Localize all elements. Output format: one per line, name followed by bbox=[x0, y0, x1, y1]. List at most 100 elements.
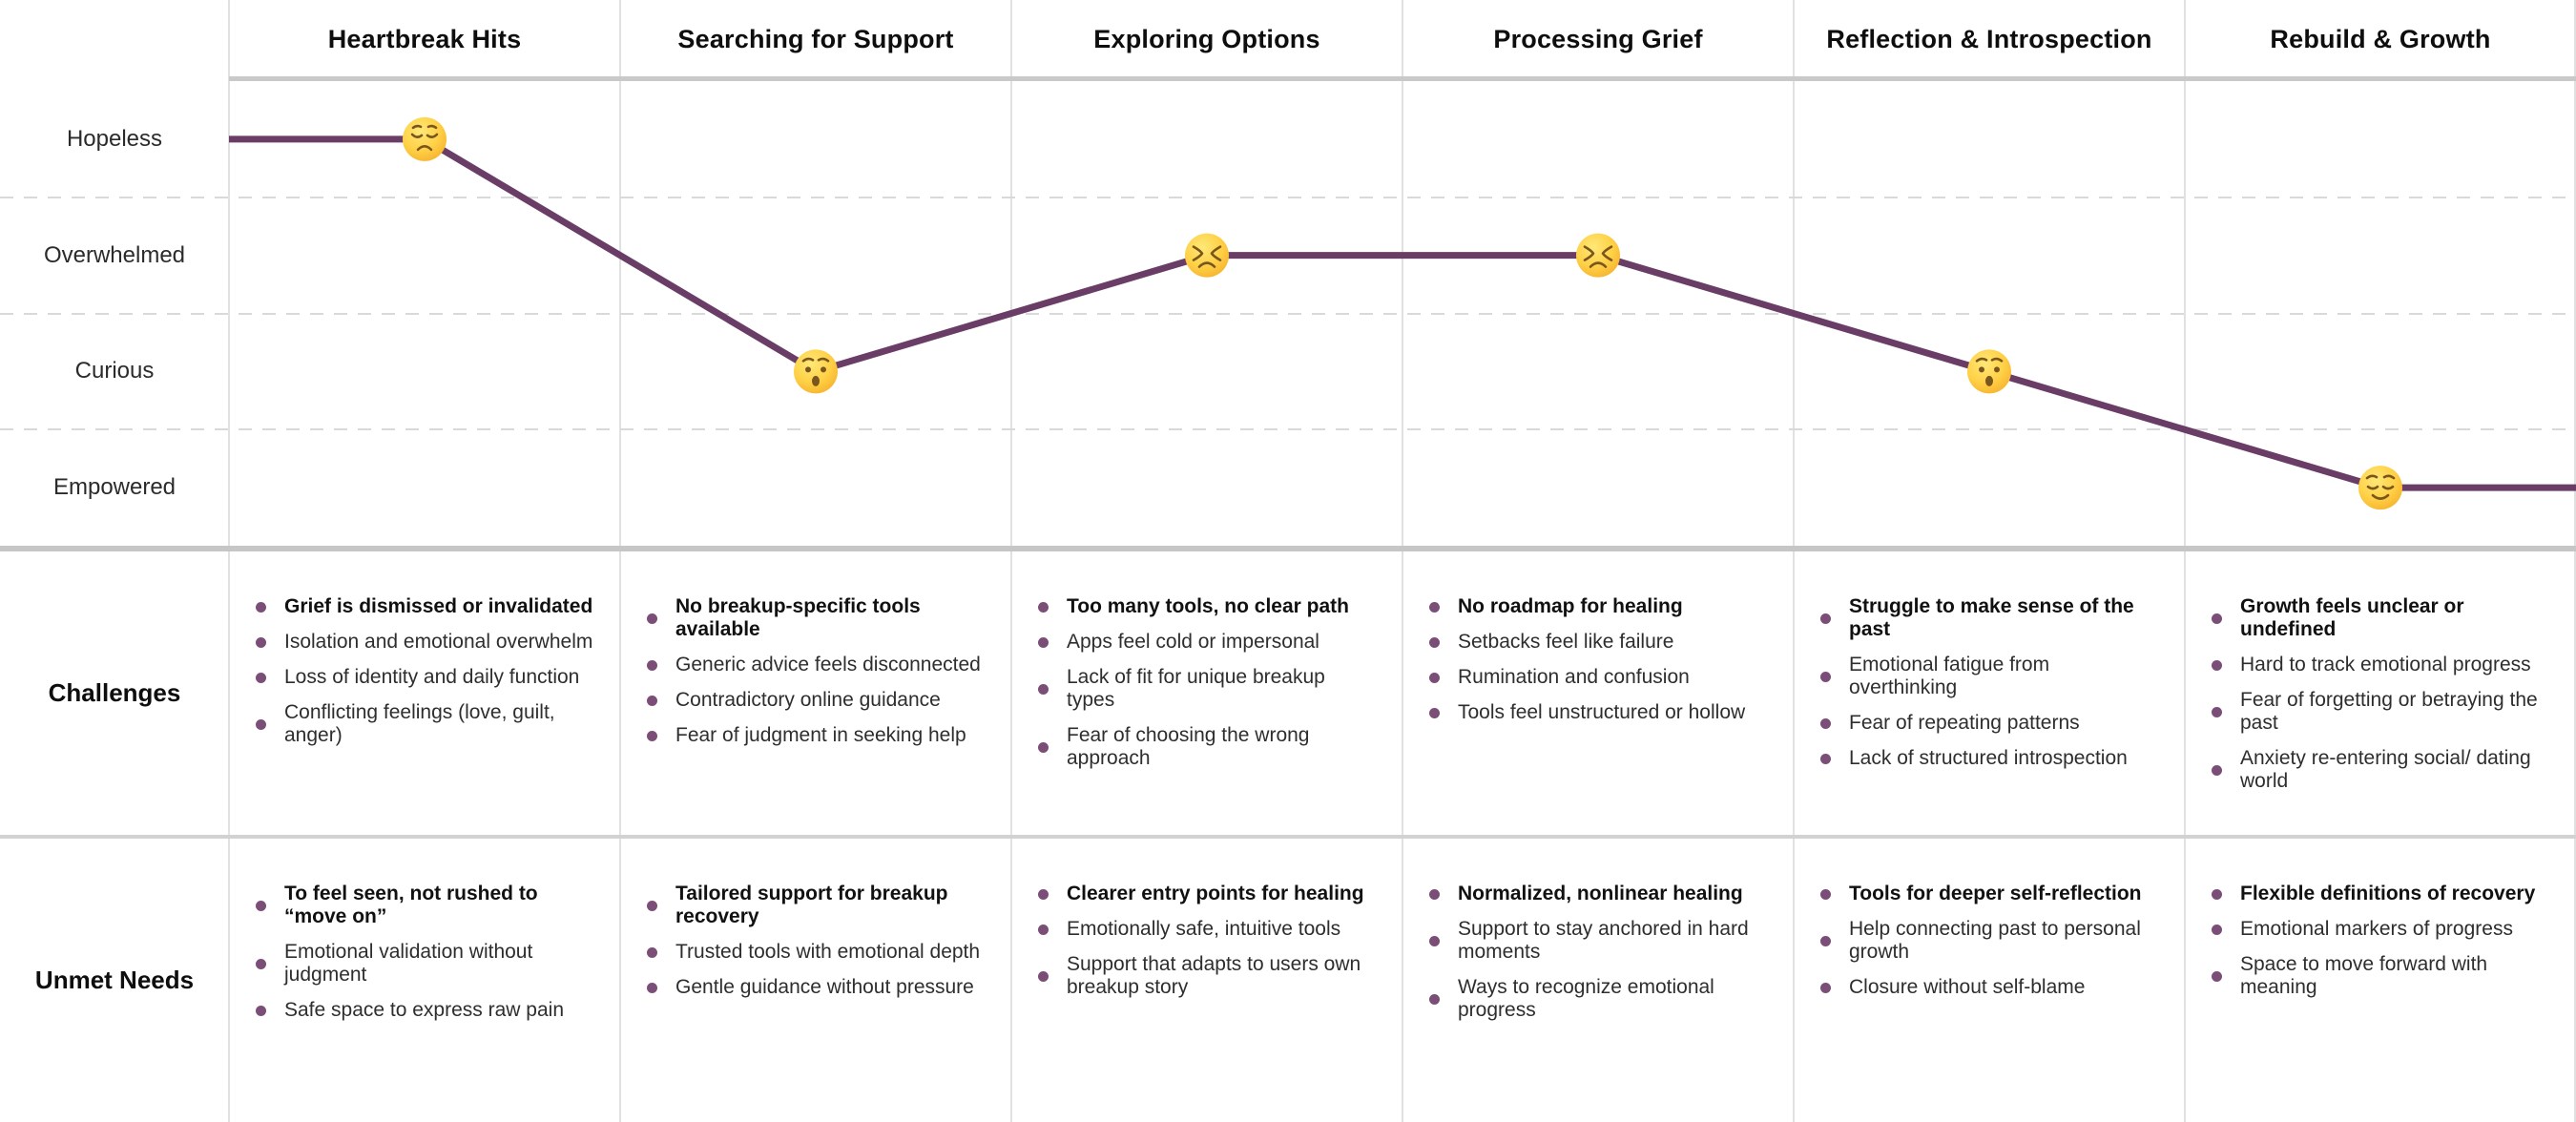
list-item: Normalized, nonlinear healing bbox=[1422, 883, 1769, 905]
persevering-face-icon bbox=[1185, 233, 1229, 278]
header-spacer bbox=[0, 0, 229, 78]
list-item: Emotional fatigue from overthinking bbox=[1813, 654, 2160, 699]
challenges-bottom-divider bbox=[0, 835, 2576, 839]
emotion-label-overwhelmed: Overwhelmed bbox=[43, 241, 186, 268]
unmet-needs-list: To feel seen, not rushed to “move on” Emo… bbox=[248, 883, 595, 1022]
disappointed-face-icon bbox=[403, 116, 447, 161]
column-grid-line bbox=[228, 0, 230, 1122]
list-item: Space to move forward with meaning bbox=[2204, 953, 2551, 999]
list-item: Contradictory online guidance bbox=[639, 689, 987, 712]
list-item: No roadmap for healing bbox=[1422, 595, 1769, 618]
list-item: Fear of forgetting or betraying the past bbox=[2204, 689, 2551, 735]
persevering-face-icon bbox=[1576, 233, 1620, 278]
list-item: Hard to track emotional progress bbox=[2204, 654, 2551, 676]
column-grid-line bbox=[2184, 0, 2186, 1122]
list-item: Too many tools, no clear path bbox=[1030, 595, 1378, 618]
stage-header-rebuild-growth: Rebuild & Growth bbox=[2270, 24, 2491, 53]
relieved-face-icon bbox=[2358, 466, 2402, 510]
column-grid-line bbox=[619, 0, 621, 1122]
list-item: Emotionally safe, intuitive tools bbox=[1030, 918, 1378, 941]
list-item: Apps feel cold or impersonal bbox=[1030, 631, 1378, 654]
list-item: Flexible definitions of recovery bbox=[2204, 883, 2551, 905]
list-item: Safe space to express raw pain bbox=[248, 999, 595, 1022]
list-item: Gentle guidance without pressure bbox=[639, 976, 987, 999]
emotion-band-separator bbox=[0, 312, 2576, 315]
list-item: Anxiety re-entering social/ dating world bbox=[2204, 747, 2551, 793]
list-item: Fear of judgment in seeking help bbox=[639, 724, 987, 747]
list-item: Help connecting past to personal growth bbox=[1813, 918, 2160, 964]
list-item: To feel seen, not rushed to “move on” bbox=[248, 883, 595, 928]
stage-header-processing-grief: Processing Grief bbox=[1493, 24, 1703, 53]
list-item: Setbacks feel like failure bbox=[1422, 631, 1769, 654]
emotion-label-empowered: Empowered bbox=[52, 474, 177, 501]
list-item: Emotional validation without judgment bbox=[248, 941, 595, 987]
list-item: Isolation and emotional overwhelm bbox=[248, 631, 595, 654]
emotion-label-curious: Curious bbox=[74, 358, 155, 384]
row-label-unmet-needs: Unmet Needs bbox=[34, 966, 195, 994]
stage-header-reflection-introspection: Reflection & Introspection bbox=[1826, 24, 2152, 53]
chart-bottom-divider bbox=[0, 546, 2576, 551]
emotion-band-separator bbox=[0, 196, 2576, 198]
unmet-needs-row: Unmet Needs To feel seen, not rushed to … bbox=[0, 839, 2576, 1122]
list-item: Lack of structured introspection bbox=[1813, 747, 2160, 770]
list-item: Emotional markers of progress bbox=[2204, 918, 2551, 941]
emotion-label-hopeless: Hopeless bbox=[66, 125, 163, 152]
list-item: Support to stay anchored in hard moments bbox=[1422, 918, 1769, 964]
list-item: Ways to recognize emotional progress bbox=[1422, 976, 1769, 1022]
column-grid-line bbox=[2574, 0, 2576, 1122]
list-item: Struggle to make sense of the past bbox=[1813, 595, 2160, 641]
list-item: Tailored support for breakup recovery bbox=[639, 883, 987, 928]
list-item: Trusted tools with emotional depth bbox=[639, 941, 987, 964]
row-label-unmet-needs-cell: Unmet Needs bbox=[0, 839, 229, 1122]
list-item: Support that adapts to users own breakup… bbox=[1030, 953, 1378, 999]
list-item: Conflicting feelings (love, guilt, anger… bbox=[248, 701, 595, 747]
header-divider bbox=[229, 76, 2576, 81]
hushed-face-icon bbox=[1967, 349, 2011, 394]
list-item: Grief is dismissed or invalidated bbox=[248, 595, 595, 618]
list-item: Loss of identity and daily function bbox=[248, 666, 595, 689]
emotion-band-separator bbox=[0, 428, 2576, 431]
unmet-needs-heartbreak-hits: To feel seen, not rushed to “move on” Emo… bbox=[229, 839, 620, 1122]
list-item: Clearer entry points for healing bbox=[1030, 883, 1378, 905]
column-grid-line bbox=[1010, 0, 1012, 1122]
list-item: Growth feels unclear or undefined bbox=[2204, 595, 2551, 641]
list-item: Lack of fit for unique breakup types bbox=[1030, 666, 1378, 712]
row-label-challenges-cell: Challenges bbox=[0, 551, 229, 835]
column-grid-line bbox=[1793, 0, 1795, 1122]
list-item: Fear of repeating patterns bbox=[1813, 712, 2160, 735]
list-item: Tools for deeper self-reflection bbox=[1813, 883, 2160, 905]
list-item: Closure without self-blame bbox=[1813, 976, 2160, 999]
row-label-challenges: Challenges bbox=[48, 678, 181, 707]
stage-header-exploring-options: Exploring Options bbox=[1093, 24, 1320, 53]
column-grid-line bbox=[1402, 0, 1403, 1122]
hushed-face-icon bbox=[794, 349, 838, 394]
list-item: Fear of choosing the wrong approach bbox=[1030, 724, 1378, 770]
stage-header-searching-for-support: Searching for Support bbox=[677, 24, 954, 53]
list-item: No breakup-specific tools available bbox=[639, 595, 987, 641]
list-item: Tools feel unstructured or hollow bbox=[1422, 701, 1769, 724]
